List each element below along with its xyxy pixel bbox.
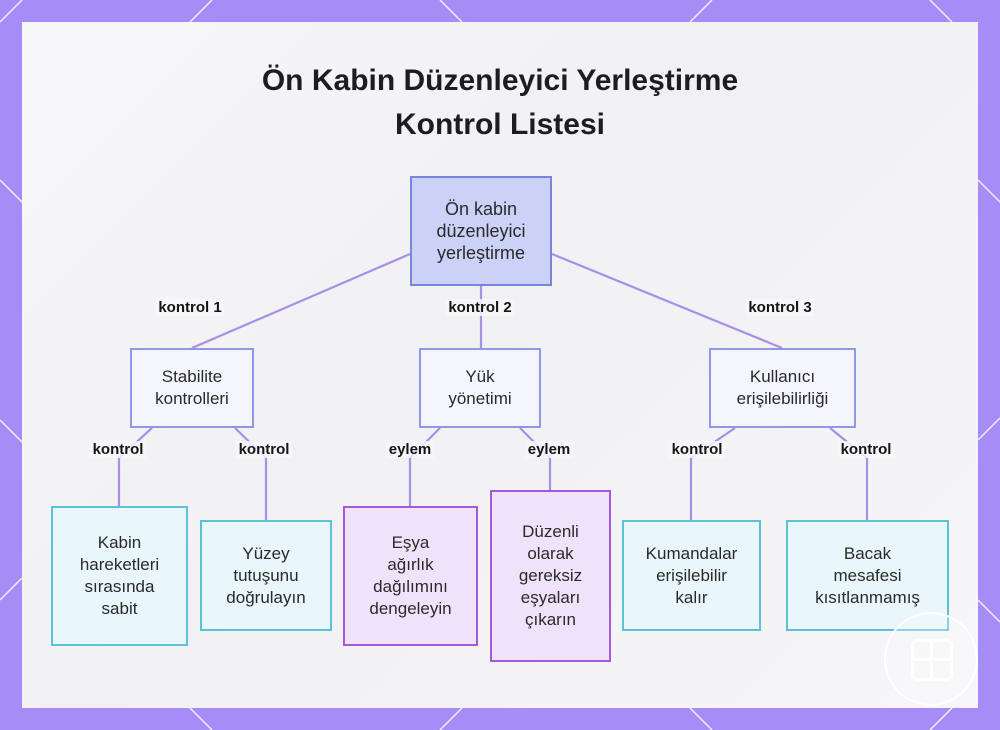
node-root-placement: Ön kabin düzenleyici yerleştirme bbox=[410, 176, 552, 286]
node-load-management: Yük yönetimi bbox=[419, 348, 541, 428]
edge-label-load-remove: eylem bbox=[524, 441, 574, 458]
edge-label-kontrol-2: kontrol 2 bbox=[445, 299, 515, 316]
node-legroom-unrestricted: Bacak mesafesi kısıtlanmamış bbox=[786, 520, 949, 631]
node-remove-items: Düzenli olarak gereksiz eşyaları çıkarın bbox=[490, 490, 611, 662]
page-title-line1: Ön Kabin Düzenleyici Yerleştirme bbox=[261, 64, 739, 97]
node-surface-grip: Yüzey tutuşunu doğrulayın bbox=[200, 520, 332, 631]
node-balance-weight: Eşya ağırlık dağılımını dengeleyin bbox=[343, 506, 478, 646]
edge-access-controls bbox=[689, 427, 736, 520]
node-controls-accessible: Kumandalar erişilebilir kalır bbox=[622, 520, 761, 631]
edge-root-stability bbox=[191, 252, 411, 350]
edge-stability-cabin bbox=[117, 427, 153, 506]
edge-label-access-legroom: kontrol bbox=[837, 441, 895, 458]
node-cabin-fixed: Kabin hareketleri sırasında sabit bbox=[51, 506, 188, 646]
edge-load-remove bbox=[519, 427, 552, 490]
node-stability-checks: Stabilite kontrolleri bbox=[130, 348, 254, 428]
edge-root-access bbox=[551, 252, 783, 350]
edge-access-legroom bbox=[829, 427, 869, 520]
page-title-line2: Kontrol Listesi bbox=[394, 108, 605, 141]
edge-label-load-balance: eylem bbox=[385, 441, 435, 458]
edge-load-balance bbox=[408, 427, 441, 506]
edge-stability-surface bbox=[234, 427, 268, 520]
edge-label-kontrol-3: kontrol 3 bbox=[745, 299, 815, 316]
edge-label-stability-cabin: kontrol bbox=[89, 441, 147, 458]
edge-label-kontrol-1: kontrol 1 bbox=[155, 299, 225, 316]
grid-logo-mark bbox=[911, 639, 953, 681]
node-user-accessibility: Kullanıcı erişilebilirliği bbox=[709, 348, 856, 428]
edge-label-stability-surface: kontrol bbox=[235, 441, 293, 458]
edge-label-access-controls: kontrol bbox=[668, 441, 726, 458]
grid-logo-icon bbox=[884, 612, 978, 706]
